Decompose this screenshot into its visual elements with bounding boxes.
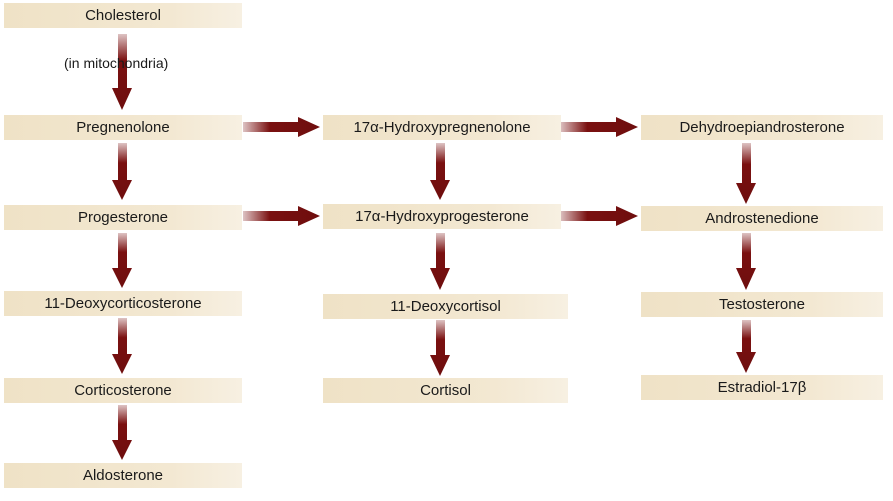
node-label: Testosterone: [719, 296, 805, 313]
arrow-hydroxypregnenolone-to-hydroxyprogesterone: [430, 143, 450, 200]
node-label: Dehydroepiandrosterone: [679, 119, 845, 136]
arrow-deoxycortisol-to-cortisol: [430, 320, 450, 376]
node-estradiol: Estradiol-17β: [641, 375, 883, 400]
arrow-pregnenolone-to-hydroxypregnenolone: [243, 117, 320, 137]
node-label: 17α-Hydroxypregnenolone: [353, 119, 531, 136]
arrow-corticosterone-to-aldosterone: [112, 405, 132, 460]
arrow-progesterone-to-hydroxyprogesterone: [243, 206, 320, 226]
node-testosterone: Testosterone: [641, 292, 883, 317]
node-dhea: Dehydroepiandrosterone: [641, 115, 883, 140]
node-label: Pregnenolone: [76, 119, 170, 136]
node-label: 17α-Hydroxyprogesterone: [355, 208, 529, 225]
node-hydroxyprogesterone: 17α-Hydroxyprogesterone: [323, 204, 561, 229]
arrow-cholesterol-to-pregnenolone: [112, 34, 132, 110]
node-label: Progesterone: [77, 209, 169, 226]
node-label: Androstenedione: [705, 210, 819, 227]
mitochondria-note: (in mitochondria): [64, 55, 169, 71]
arrow-dhea-to-androstenedione: [736, 143, 756, 204]
node-label: 11-Deoxycortisol: [390, 298, 501, 315]
node-label: Corticosterone: [74, 382, 172, 399]
node-progesterone: Progesterone: [4, 205, 242, 230]
node-corticosterone: Corticosterone: [4, 378, 242, 403]
arrow-hydroxypregnenolone-to-dhea: [560, 117, 638, 137]
node-pregnenolone: Pregnenolone: [4, 115, 242, 140]
node-label: Cholesterol: [85, 7, 161, 24]
node-label: Aldosterone: [82, 467, 164, 484]
node-deoxycortisol: 11-Deoxycortisol: [323, 294, 568, 319]
arrow-androstenedione-to-testosterone: [736, 233, 756, 290]
node-hydroxypregnenolone: 17α-Hydroxypregnenolone: [323, 115, 561, 140]
node-label: Estradiol-17β: [717, 379, 807, 396]
arrow-progesterone-to-deoxycorticosterone: [112, 233, 132, 288]
node-cortisol: Cortisol: [323, 378, 568, 403]
arrow-pregnenolone-to-progesterone: [112, 143, 132, 200]
arrow-hydroxyprogesterone-to-androstenedione: [560, 206, 638, 226]
node-cholesterol: Cholesterol: [4, 3, 242, 28]
node-aldosterone: Aldosterone: [4, 463, 242, 488]
node-label: 11-Deoxycorticosterone: [44, 295, 202, 312]
arrow-deoxycorticosterone-to-corticosterone: [112, 318, 132, 374]
node-deoxycorticosterone: 11-Deoxycorticosterone: [4, 291, 242, 316]
node-label: Cortisol: [420, 382, 471, 399]
arrow-testosterone-to-estradiol: [736, 320, 756, 373]
arrow-hydroxyprogesterone-to-deoxycortisol: [430, 233, 450, 290]
node-androstenedione: Androstenedione: [641, 206, 883, 231]
